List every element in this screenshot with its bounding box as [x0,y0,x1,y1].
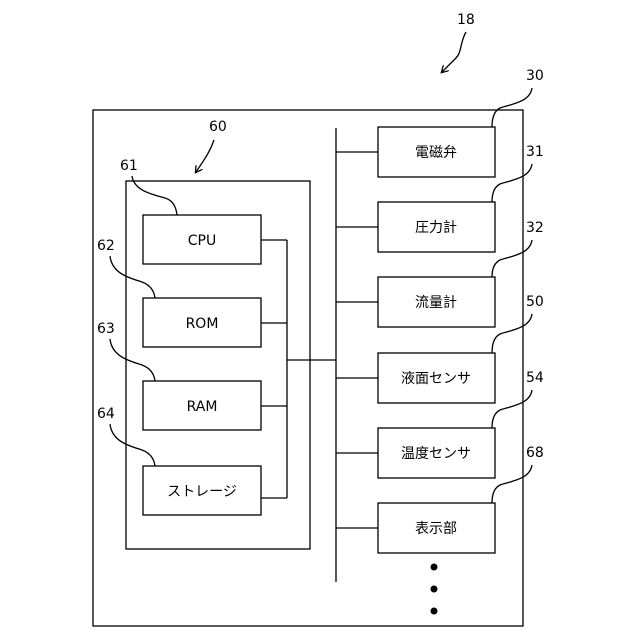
ram-text: RAM [187,399,218,415]
label-ram: 63 [97,321,115,337]
temp-text: 温度センサ [401,446,471,462]
label-controller: 60 [209,119,227,135]
flow-text: 流量計 [415,295,457,311]
leader-device [442,32,466,72]
rom-text: ROM [186,316,219,332]
label-device: 18 [457,12,475,28]
cpu-text: CPU [188,233,216,249]
label-flow: 32 [526,220,544,236]
storage-text: ストレージ [167,484,237,500]
label-valve: 30 [526,68,544,84]
pressure-text: 圧力計 [415,220,457,236]
label-cpu: 61 [120,158,138,174]
display-text: 表示部 [415,521,457,537]
level-text: 液面センサ [401,371,471,387]
label-rom: 62 [97,238,115,254]
label-level: 50 [526,294,544,310]
label-temp: 54 [526,370,544,386]
label-pressure: 31 [526,144,544,160]
label-storage: 64 [97,406,115,422]
label-display: 68 [526,445,544,461]
valve-text: 電磁弁 [415,145,457,161]
